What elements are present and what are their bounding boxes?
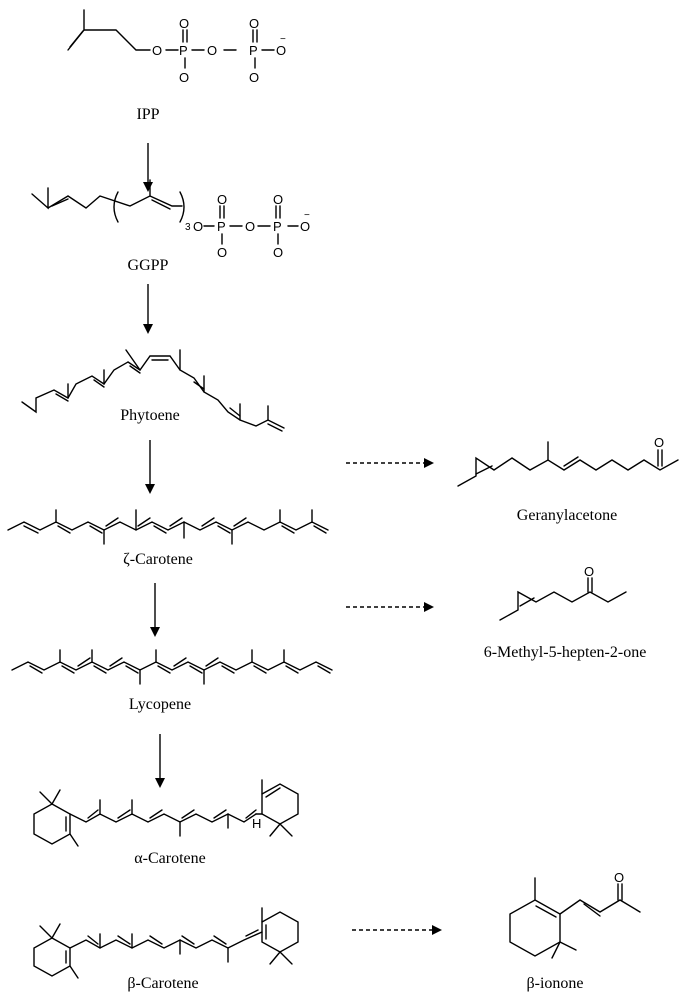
methylheptenone-o: O <box>584 564 594 579</box>
ipp-o6: O <box>249 70 259 85</box>
label-lycopene: Lycopene <box>128 696 192 713</box>
methylheptenone-structure: O <box>499 564 627 621</box>
zeta-carotene-structure <box>7 509 329 545</box>
ggpp-o2: O <box>217 192 227 207</box>
ipp-o7: O <box>276 43 286 58</box>
ggpp-o3: O <box>217 245 227 260</box>
ipp-p2: P <box>249 43 258 58</box>
ipp-p1: P <box>179 43 188 58</box>
ggpp-o7: O <box>300 219 310 234</box>
ggpp-o6: O <box>273 245 283 260</box>
label-alpha-carotene: α-Carotene <box>134 850 206 867</box>
ipp-o2: O <box>179 16 189 31</box>
label-beta-carotene: β-Carotene <box>127 975 199 992</box>
geranylacetone-structure: O <box>457 435 679 487</box>
beta-ionone-o: O <box>614 870 624 885</box>
ggpp-charge: − <box>304 210 310 221</box>
ipp-o1: O <box>152 43 162 58</box>
beta-carotene-structure <box>33 907 299 979</box>
ipp-o4: O <box>207 43 217 58</box>
ggpp-o5: O <box>273 192 283 207</box>
ggpp-structure: 3 O P O O O P O O O − <box>31 179 310 260</box>
ggpp-o1: O <box>193 219 203 234</box>
label-methylheptenone: 6-Methyl-5-hepten-2-one <box>483 644 647 661</box>
ggpp-p2: P <box>273 219 282 234</box>
label-geranylacetone: Geranylacetone <box>516 507 618 524</box>
label-zeta-carotene: ζ-Carotene <box>123 551 193 568</box>
phytoene-structure <box>21 349 285 432</box>
label-ipp: IPP <box>136 106 160 123</box>
ipp-structure: O P O O O P O O O − <box>67 9 286 85</box>
lycopene-structure <box>11 649 333 685</box>
label-phytoene: Phytoene <box>120 407 180 424</box>
alpha-carotene-structure: H <box>33 779 299 847</box>
geranylacetone-o: O <box>654 435 664 450</box>
ggpp-repeat: 3 <box>185 222 191 233</box>
alpha-carotene-h: H <box>252 816 261 831</box>
label-beta-ionone: β-ionone <box>526 975 584 992</box>
ipp-o3: O <box>179 70 189 85</box>
ggpp-o4: O <box>245 219 255 234</box>
label-ggpp: GGPP <box>127 257 169 274</box>
ipp-charge: − <box>280 34 286 45</box>
ipp-o5: O <box>249 16 259 31</box>
beta-ionone-structure: O <box>509 870 641 959</box>
ggpp-p1: P <box>217 219 226 234</box>
